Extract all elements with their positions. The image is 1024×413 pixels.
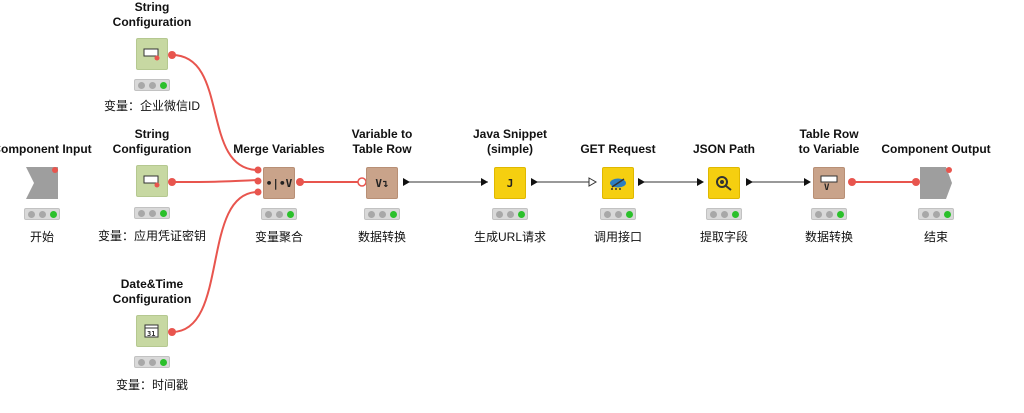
node-label[interactable]: 调用接口 bbox=[593, 230, 642, 244]
json-path-icon[interactable] bbox=[708, 167, 740, 199]
node-title-line: JSON Path bbox=[692, 142, 755, 156]
node-title-line: (simple) bbox=[486, 142, 533, 156]
node-status-indicator bbox=[364, 208, 400, 220]
node-label[interactable]: 变量：企业微信ID bbox=[103, 99, 200, 113]
port-in-get[interactable] bbox=[588, 177, 598, 187]
node-title-line: GET Request bbox=[580, 142, 656, 156]
cloud-request-icon[interactable] bbox=[602, 167, 634, 199]
port-in-table-var[interactable] bbox=[804, 178, 811, 186]
port-out-string-config-2[interactable] bbox=[168, 178, 176, 186]
node-title-line: Component Input bbox=[0, 142, 92, 156]
port-in-merge-1[interactable] bbox=[254, 166, 262, 174]
variable-to-table-icon[interactable]: V↴ bbox=[366, 167, 398, 199]
port-out-string-config-1[interactable] bbox=[168, 51, 176, 59]
string-config-icon[interactable] bbox=[136, 165, 168, 197]
string-config-icon[interactable] bbox=[136, 38, 168, 70]
node-label[interactable]: 变量：应用凭证密钥 bbox=[97, 229, 206, 243]
node-title-line: Variable to bbox=[351, 127, 413, 141]
port-out-java[interactable] bbox=[531, 178, 538, 186]
node-label[interactable]: 变量聚合 bbox=[254, 230, 303, 244]
node-title-line: Configuration bbox=[112, 142, 192, 156]
connection-datetime-to-merge[interactable] bbox=[171, 191, 259, 333]
node-label[interactable]: 数据转换 bbox=[357, 230, 406, 244]
calendar-icon[interactable]: 31 bbox=[136, 315, 168, 347]
node-title-line: Merge Variables bbox=[233, 142, 325, 156]
node-title-line: Component Output bbox=[881, 142, 991, 156]
node-status-indicator bbox=[134, 356, 170, 368]
port-out-get[interactable] bbox=[638, 178, 645, 186]
node-title-line: Configuration bbox=[112, 15, 192, 29]
node-status-indicator bbox=[134, 207, 170, 219]
port-in-merge-2[interactable] bbox=[254, 177, 262, 185]
node-status-indicator bbox=[492, 208, 528, 220]
node-title-line: Date&Time bbox=[120, 277, 184, 291]
port-in-var-table[interactable] bbox=[357, 177, 367, 187]
node-status-indicator bbox=[600, 208, 636, 220]
table-to-variable-icon[interactable]: V bbox=[813, 167, 845, 199]
node-status-indicator bbox=[134, 79, 170, 91]
node-title-line: String bbox=[134, 0, 170, 14]
port-out-var-table[interactable] bbox=[403, 178, 410, 186]
node-title-line: String bbox=[134, 127, 170, 141]
node-title-line: Table Row bbox=[799, 127, 859, 141]
node-status-indicator bbox=[918, 208, 954, 220]
port-out-table-var[interactable] bbox=[848, 178, 856, 186]
connection-string-config-1-to-merge[interactable] bbox=[171, 54, 259, 171]
port-in-component-output[interactable] bbox=[912, 178, 920, 186]
node-title-line: Configuration bbox=[112, 292, 192, 306]
node-title-line: Java Snippet bbox=[472, 127, 548, 141]
connection-string-config-2-to-merge[interactable] bbox=[171, 179, 259, 183]
node-title-line: to Variable bbox=[798, 142, 860, 156]
node-status-indicator bbox=[261, 208, 297, 220]
component-input-icon[interactable] bbox=[26, 167, 58, 199]
node-status-indicator bbox=[24, 208, 60, 220]
port-in-java[interactable] bbox=[481, 178, 488, 186]
node-label[interactable]: 数据转换 bbox=[804, 230, 853, 244]
node-label[interactable]: 提取字段 bbox=[699, 230, 748, 244]
java-snippet-icon[interactable]: J bbox=[494, 167, 526, 199]
component-output-icon[interactable] bbox=[920, 167, 952, 199]
svg-text:V: V bbox=[824, 183, 830, 192]
port-out-datetime[interactable] bbox=[168, 328, 176, 336]
port-out-merge[interactable] bbox=[296, 178, 304, 186]
node-title-line: Table Row bbox=[352, 142, 412, 156]
node-label[interactable]: 生成URL请求 bbox=[473, 230, 546, 244]
port-in-json[interactable] bbox=[697, 178, 704, 186]
node-label[interactable]: 开始 bbox=[29, 230, 54, 244]
node-label[interactable]: 结束 bbox=[923, 230, 948, 244]
node-status-indicator bbox=[706, 208, 742, 220]
port-in-merge-3[interactable] bbox=[254, 188, 262, 196]
merge-variables-icon[interactable]: •|•V bbox=[263, 167, 295, 199]
node-status-indicator bbox=[811, 208, 847, 220]
svg-text:31: 31 bbox=[147, 330, 155, 338]
port-out-json[interactable] bbox=[746, 178, 753, 186]
node-label[interactable]: 变量：时间戳 bbox=[115, 378, 188, 392]
